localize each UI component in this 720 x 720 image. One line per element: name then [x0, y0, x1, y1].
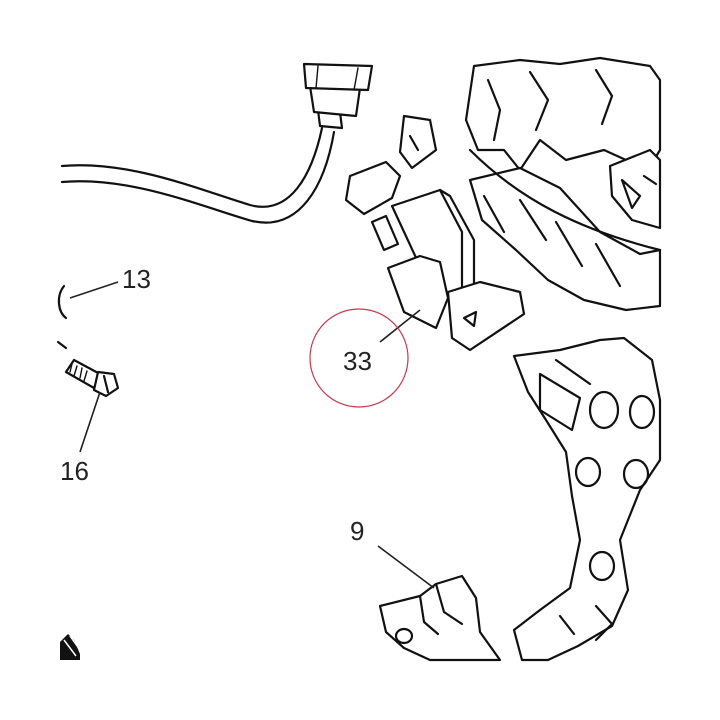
- cable-connector: [60, 62, 374, 224]
- callout-13: 13: [122, 264, 151, 294]
- callout-33: 33: [343, 346, 372, 376]
- callout-33-highlight-ring: [309, 308, 409, 408]
- leader-lines: [69, 281, 435, 589]
- leader-13: [69, 281, 119, 299]
- partial-gear: [60, 634, 81, 660]
- callout-16: 16: [60, 456, 89, 486]
- upper-cover-section: [464, 56, 662, 312]
- part-9-bracket: [378, 574, 502, 662]
- part-13-grommet: [57, 284, 68, 320]
- callout-9: 9: [350, 516, 364, 546]
- housing-ring: [512, 336, 662, 662]
- leader-16: [79, 391, 101, 453]
- leader-33: [379, 309, 421, 343]
- part-16-bolt: [56, 340, 120, 398]
- leader-9: [377, 545, 435, 589]
- part-33-saddle: [344, 114, 526, 352]
